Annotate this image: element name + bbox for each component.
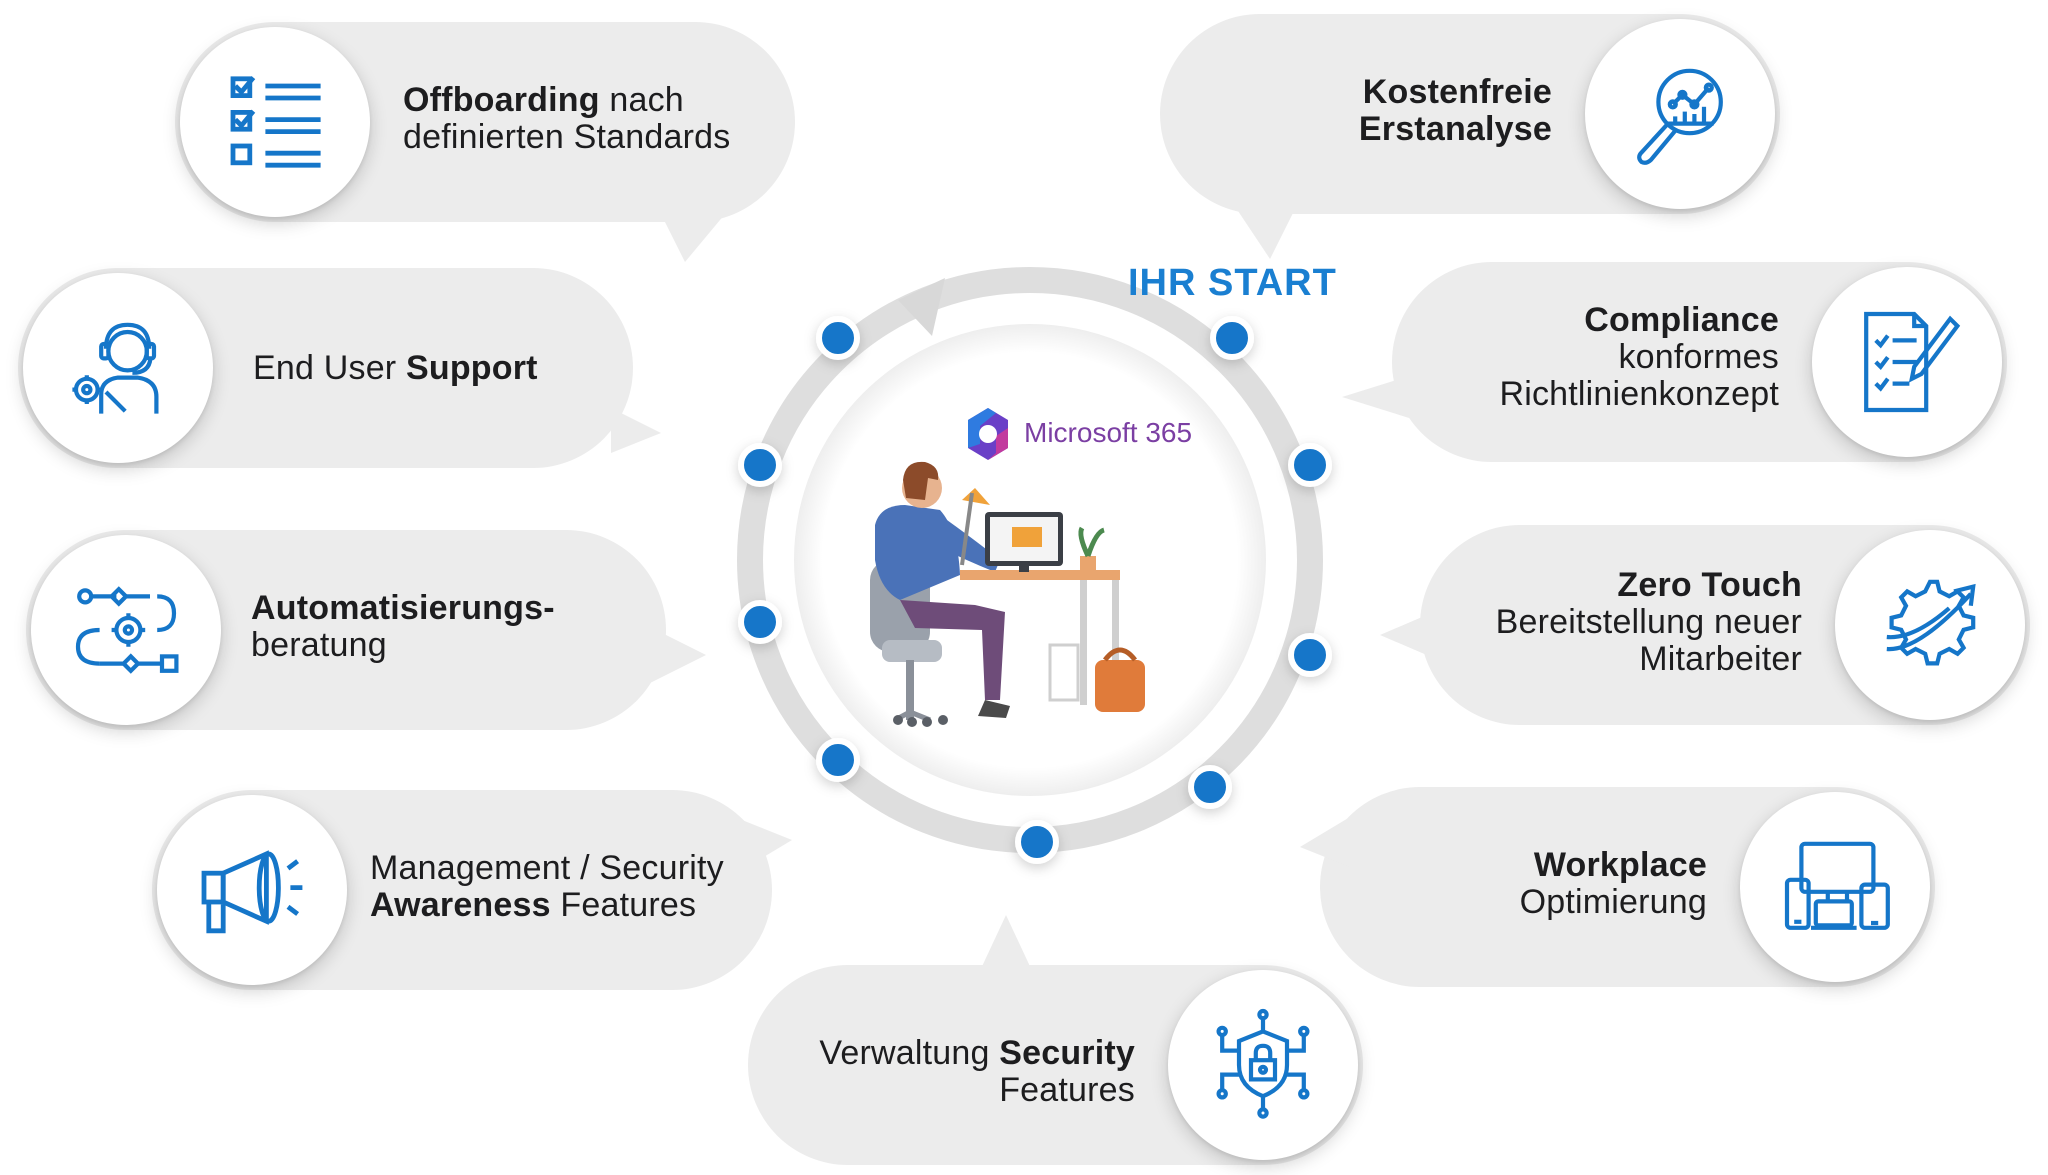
- card-text: Verwaltung Security Features: [819, 1034, 1135, 1109]
- ring-dot: [1288, 443, 1332, 487]
- ring-dot: [816, 738, 860, 782]
- card-compliance[interactable]: Compliance konformes Richtlinienkonzept: [1342, 262, 2007, 462]
- ring-arrow-head: [898, 278, 945, 336]
- workflow-gear-icon: [31, 535, 221, 725]
- document-pen-icon: [1812, 267, 2002, 457]
- ring-dot: [738, 600, 782, 644]
- person-at-desk-illustration: [870, 461, 1145, 727]
- card-text: Offboarding nach definierten Standards: [403, 81, 731, 156]
- card-kostenfreie[interactable]: Kostenfreie Erstanalyse: [1160, 14, 1780, 259]
- card-text: Workplace Optimierung: [1519, 846, 1707, 921]
- card-workplace[interactable]: Workplace Optimierung: [1300, 787, 1935, 987]
- card-text: Management / Security Awareness Features: [370, 849, 724, 924]
- card-awareness[interactable]: Management / Security Awareness Features: [152, 790, 792, 990]
- brand-label: Microsoft 365: [1024, 417, 1193, 448]
- card-security[interactable]: Verwaltung Security Features: [748, 915, 1363, 1165]
- start-label: IHR START: [1128, 262, 1337, 304]
- checklist-icon: [180, 27, 370, 217]
- ring-dot: [1288, 633, 1332, 677]
- microsoft-365-logo-icon: [968, 408, 1008, 460]
- card-text: Compliance konformes Richtlinienkonzept: [1499, 301, 1779, 413]
- card-zero-touch[interactable]: Zero Touch Bereitstellung neuer Mitarbei…: [1380, 525, 2030, 725]
- shield-lock-circuit-icon: [1168, 970, 1358, 1160]
- ring-dot: [816, 316, 860, 360]
- card-text: Kostenfreie Erstanalyse: [1358, 73, 1552, 148]
- card-offboarding[interactable]: Offboarding nach definierten Standards: [175, 22, 795, 262]
- card-text: End User Support: [253, 349, 538, 387]
- ring-dot: [1210, 316, 1254, 360]
- card-text: Automatisierungs- beratung: [251, 589, 555, 664]
- headset-support-icon: [23, 273, 213, 463]
- ring-dot: [738, 443, 782, 487]
- magnifier-chart-icon: [1585, 19, 1775, 209]
- card-text: Zero Touch Bereitstellung neuer Mitarbei…: [1495, 566, 1802, 678]
- card-support[interactable]: End User Support: [18, 268, 661, 468]
- gear-arrow-icon: [1835, 530, 2025, 720]
- ring-dot: [1188, 765, 1232, 809]
- devices-icon: [1740, 792, 1930, 982]
- card-automatisierung[interactable]: Automatisierungs- beratung: [26, 530, 706, 730]
- ring-dot: [1015, 820, 1059, 864]
- megaphone-icon: [157, 795, 347, 985]
